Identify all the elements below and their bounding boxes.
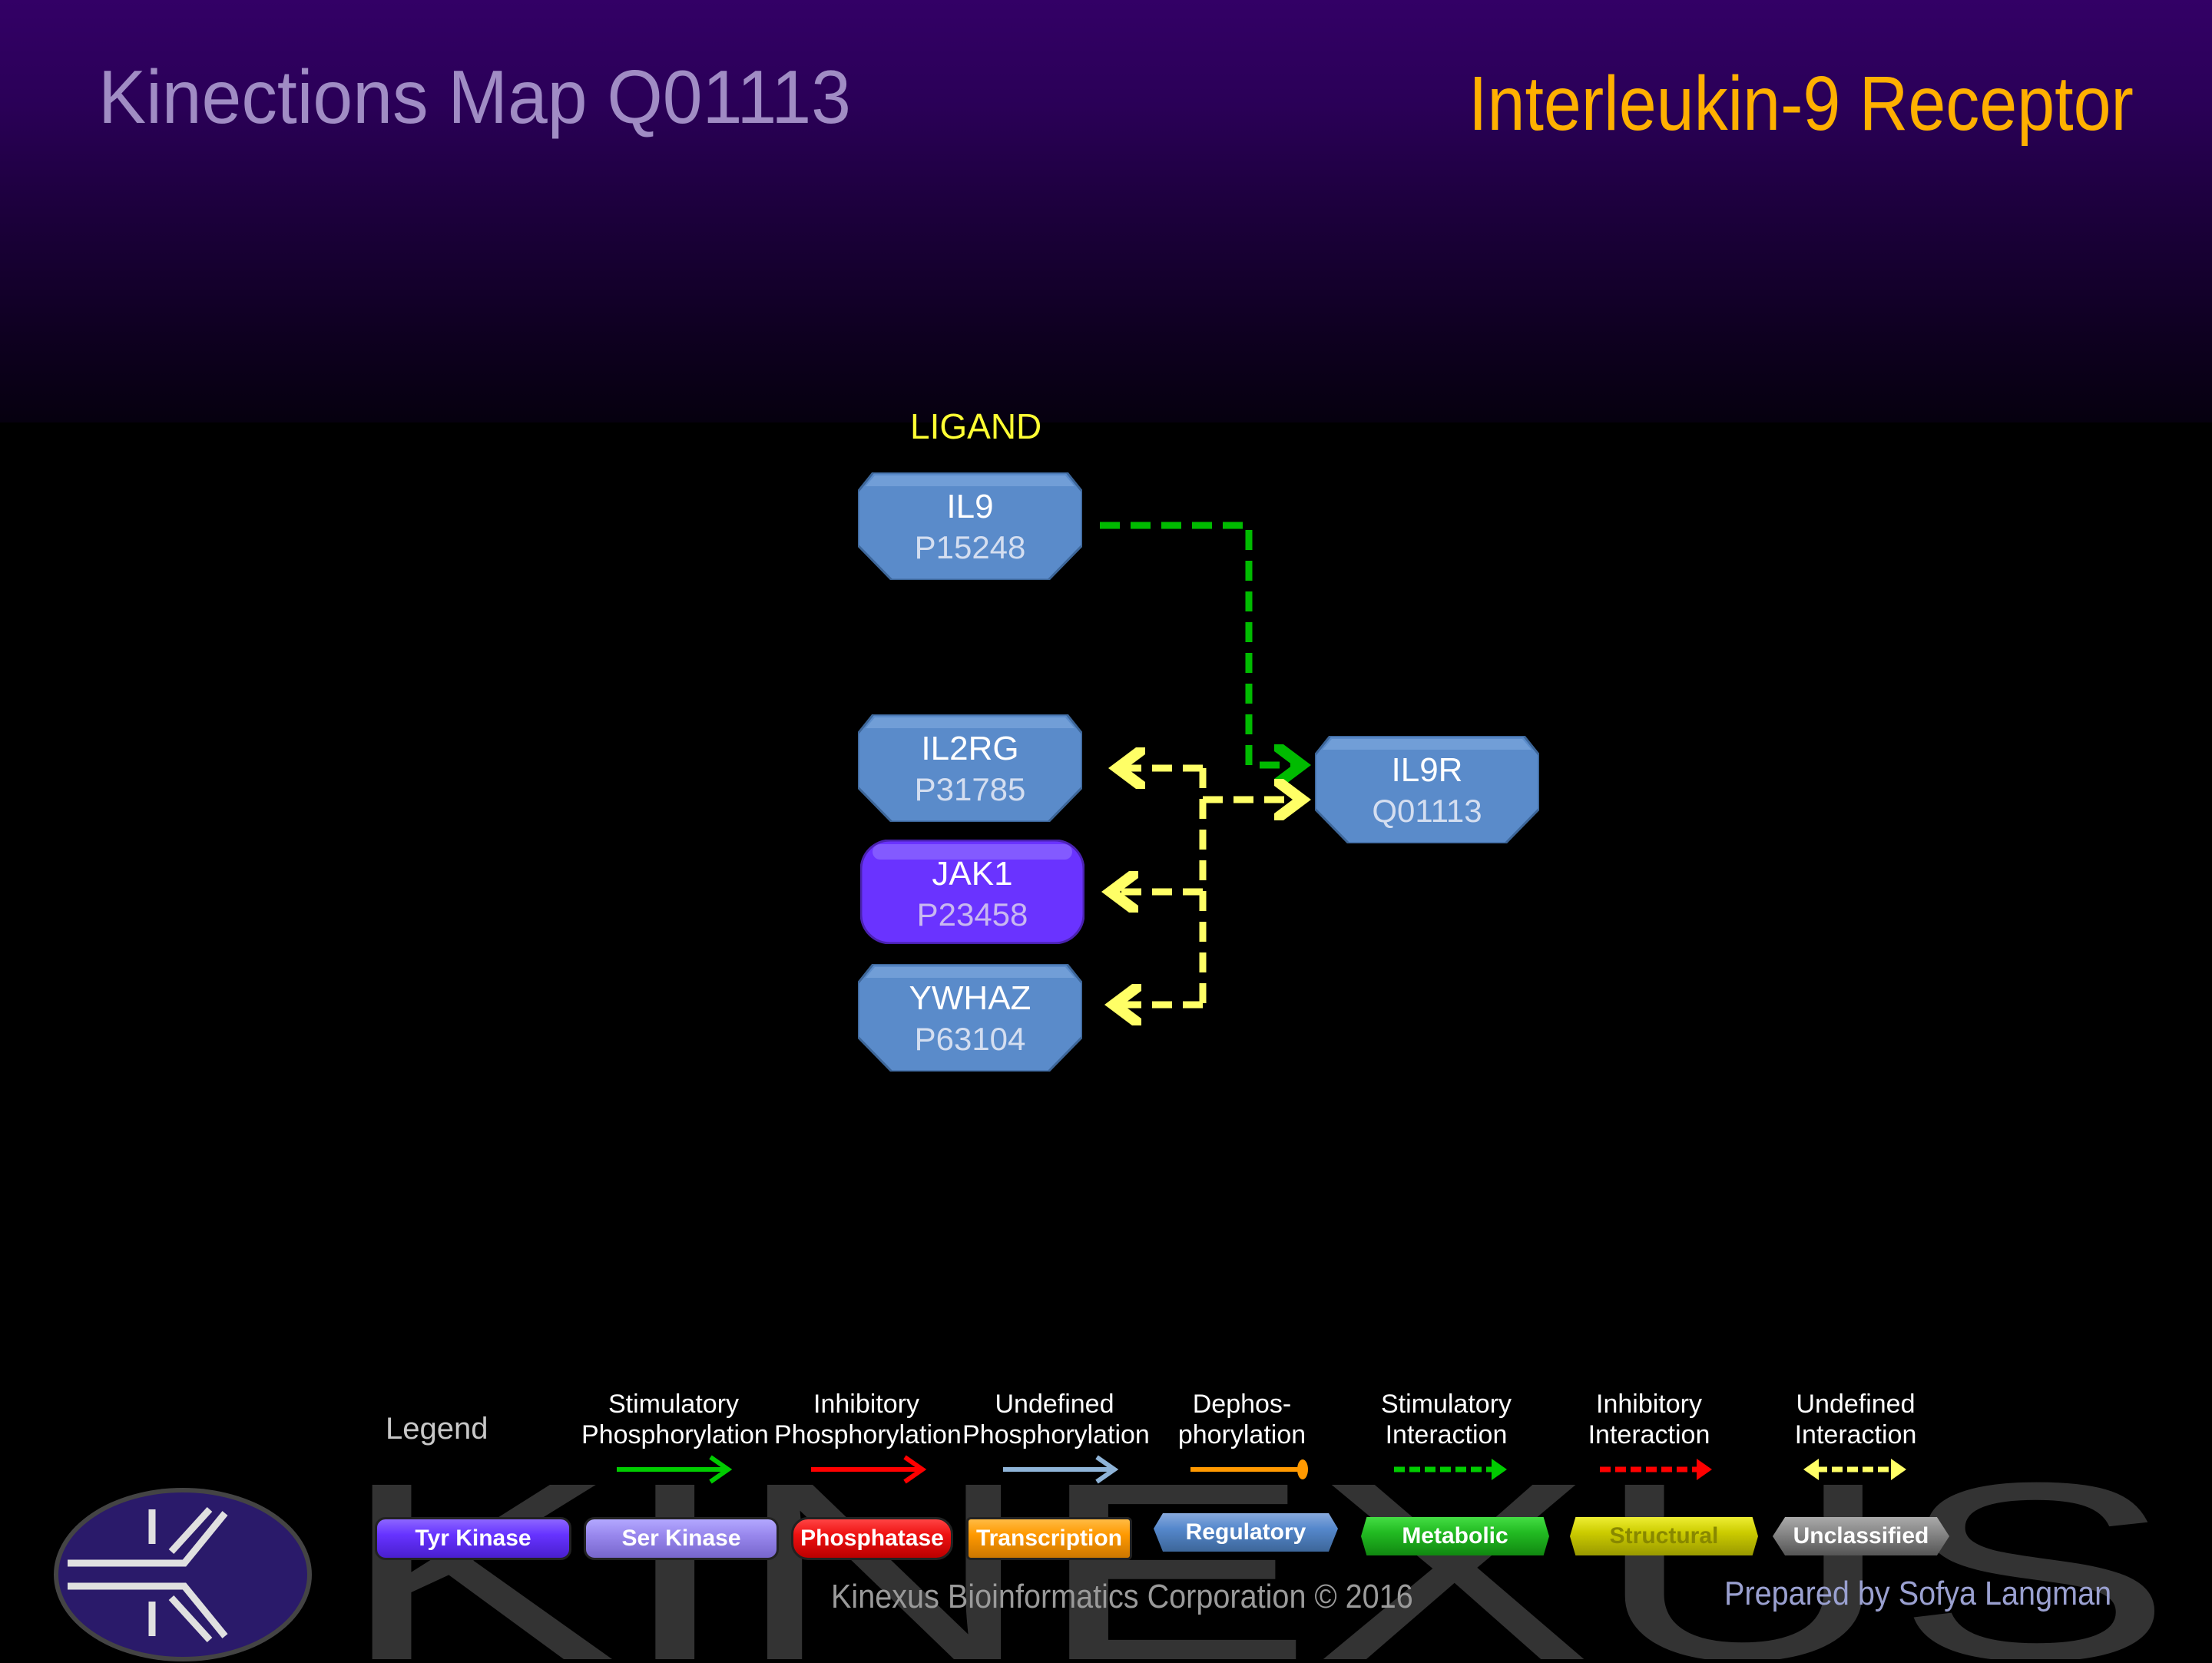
legend-arrow-dephos [1190,1459,1308,1479]
legend-label: Stimulatory [608,1390,740,1419]
legend-arrow-stim-int [1394,1459,1507,1480]
legend-arrow-undef-int [1803,1459,1906,1480]
legend-label: Inhibitory [1596,1390,1702,1419]
node-name: JAK1 [932,855,1013,893]
legend-label: Undefined [995,1390,1114,1419]
legend-label: Interaction [1794,1420,1917,1449]
legend-category-ser-kinase: Ser Kinase [584,1517,779,1560]
node-accession: P31785 [914,771,1026,807]
legend-arrow-undef-phos [1003,1455,1119,1484]
legend-category-structural: Structural [1570,1517,1758,1555]
legend-category-transcription: Transcription [966,1517,1132,1560]
legend-category-tyr-kinase: Tyr Kinase [375,1517,571,1560]
category-label: Ser Kinase [621,1526,741,1551]
legend-label: phorylation [1177,1420,1306,1449]
category-label: Tyr Kinase [415,1526,531,1551]
node-name: IL2RG [921,730,1019,767]
watermark-text: KINEXUS [338,1475,2174,1659]
protein-title: Interleukin-9 Receptor [1469,61,2134,147]
legend-label: Stimulatory [1380,1390,1512,1419]
legend-label: Interaction [1588,1420,1710,1449]
category-label: Structural [1609,1523,1719,1549]
legend-arrow-inhib-int [1600,1459,1712,1480]
legend-label: Undefined [1796,1390,1916,1419]
legend-title: Legend [386,1412,488,1446]
ligand-label: LIGAND [910,406,1042,446]
legend-category-unclassified: Unclassified [1773,1517,1949,1555]
kinexus-watermark: KINEXUS [338,1475,2174,1659]
node-il2rg[interactable]: IL2RG P31785 [858,714,1082,822]
kinexus-logo-icon [54,1488,312,1661]
category-label: Phosphatase [800,1526,944,1551]
legend-category-phosphatase: Phosphatase [791,1517,953,1560]
legend-label: Phosphorylation [774,1420,962,1449]
header-banner [0,0,2212,422]
legend-arrow-inhib-phos [811,1455,927,1484]
node-name: IL9R [1391,751,1463,789]
legend-dephos: Dephos-phorylation [1150,1389,1334,1450]
node-name: YWHAZ [909,979,1031,1017]
node-accession: P23458 [916,896,1028,933]
legend-category-metabolic: Metabolic [1361,1517,1549,1555]
prepared-by-text: Prepared by Sofya Langman [1724,1575,2112,1612]
legend-category-regulatory: Regulatory [1154,1513,1338,1552]
node-accession: P63104 [914,1021,1026,1057]
node-il9r[interactable]: IL9R Q01113 [1315,736,1539,843]
legend-label: Phosphorylation [581,1420,769,1449]
category-label: Unclassified [1793,1523,1929,1549]
map-title: Kinections Map Q01113 [98,55,851,139]
legend-label: Interaction [1385,1420,1508,1449]
node-name: IL9 [946,488,994,525]
legend-label: Inhibitory [813,1390,919,1419]
category-label: Metabolic [1402,1523,1508,1549]
edge-il9-il9r [1100,522,1302,765]
copyright-text: Kinexus Bioinformatics Corporation © 201… [831,1578,1413,1615]
node-jak1[interactable]: JAK1 P23458 [860,840,1084,944]
node-il9[interactable]: IL9 P15248 [858,472,1082,580]
legend-label: Phosphorylation [962,1420,1150,1449]
node-ywhaz[interactable]: YWHAZ P63104 [858,964,1082,1072]
legend-arrow-stim-phos [617,1455,733,1484]
node-accession: P15248 [914,529,1026,565]
category-label: Transcription [975,1526,1123,1551]
node-accession: Q01113 [1372,793,1482,829]
legend-label: Dephos- [1192,1390,1292,1419]
category-label: Regulatory [1185,1519,1306,1545]
